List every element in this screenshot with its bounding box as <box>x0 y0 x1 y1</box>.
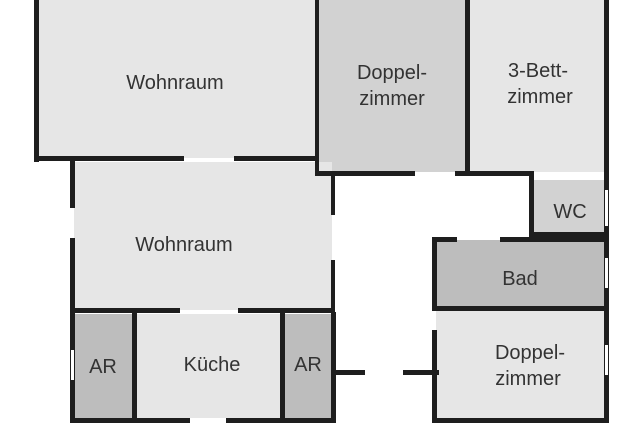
room-bad <box>436 240 606 306</box>
room-doppelzimmer-top <box>318 0 466 172</box>
walls <box>34 0 609 423</box>
room-ar-left <box>74 314 134 418</box>
label-ar-right: AR <box>294 354 322 376</box>
label-doppelzimmer-bottom-line2: zimmer <box>495 368 561 390</box>
room-wc <box>534 180 606 234</box>
label-doppelzimmer-top-line2: zimmer <box>359 88 425 110</box>
label-ar-left: AR <box>89 356 117 378</box>
label-wohnraum-top: Wohnraum <box>126 72 223 94</box>
label-wohnraum-middle: Wohnraum <box>135 234 232 256</box>
room-wohnraum-top <box>38 0 316 158</box>
room-doppelzimmer-bottom <box>436 310 606 418</box>
label-doppelzimmer-top-line1: Doppel- <box>357 62 427 84</box>
label-wc: WC <box>553 201 586 223</box>
room-wohnraum-middle <box>74 162 332 310</box>
windows <box>71 190 608 422</box>
room-ar-right <box>284 314 332 418</box>
label-dreibettzimmer-line1: 3-Bett- <box>508 60 568 82</box>
room-dreibettzimmer <box>470 0 606 172</box>
label-dreibettzimmer-line2: zimmer <box>507 86 573 108</box>
label-doppelzimmer-bottom-line1: Doppel- <box>495 342 565 364</box>
label-bad: Bad <box>502 268 538 290</box>
label-kueche: Küche <box>184 354 241 376</box>
room-kueche <box>136 314 280 418</box>
